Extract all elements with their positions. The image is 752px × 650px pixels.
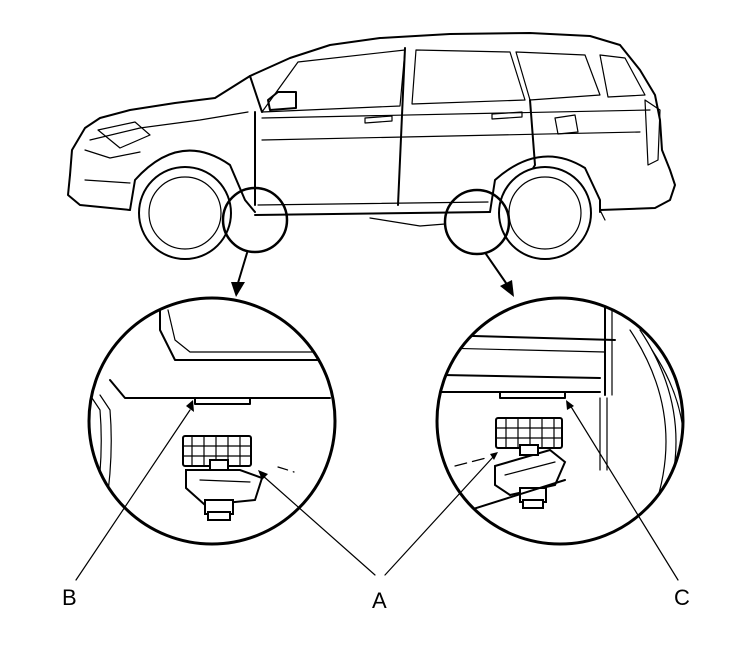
leader-line-a-left	[258, 470, 376, 576]
callout-label-b: B	[62, 585, 77, 610]
jack-point-detail-rear	[435, 296, 685, 546]
leader-line-c	[566, 400, 679, 581]
callout-label-c: C	[674, 585, 690, 610]
lift-pad-adapter-icon	[494, 417, 567, 509]
detail-arrow-front	[231, 252, 248, 297]
detail-arrow-rear	[485, 253, 514, 297]
leader-line-a-right	[384, 452, 498, 576]
leader-line-b	[75, 400, 194, 581]
lift-pad-adapter-icon	[182, 435, 264, 521]
jack-point-marker-front	[221, 186, 289, 254]
vehicle-side-view	[67, 32, 676, 260]
jack-point-detail-front	[87, 296, 337, 546]
callout-label-a: A	[372, 588, 387, 613]
jack-point-marker-rear	[443, 188, 511, 256]
